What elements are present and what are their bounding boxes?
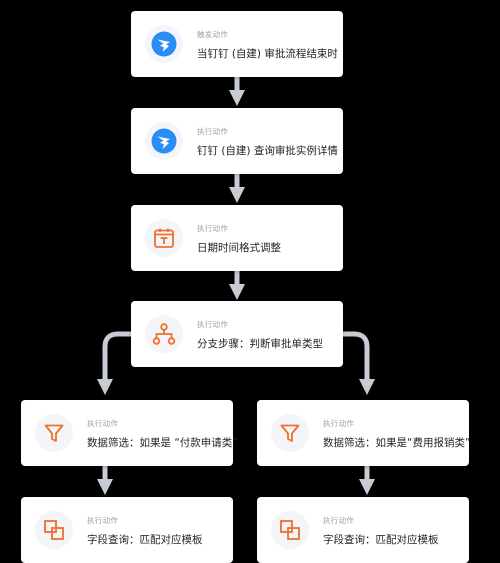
calendar-icon [145,219,183,257]
lookup-icon [271,511,309,549]
lookup-node-right[interactable]: 执行动作 字段查询：匹配对应模板 [257,497,469,563]
node-kind: 执行动作 [323,419,355,428]
filter-node-expense[interactable]: 执行动作 数据筛选：如果是“费用报销类” [257,400,471,466]
node-kind: 执行动作 [323,516,355,525]
filter-node-payment[interactable]: 执行动作 数据筛选：如果是 “付款申请类” [21,400,238,466]
node-label: 钉钉 (自建) 查询审批实例详情 [197,145,338,157]
branch-connector-right [343,331,376,396]
node-kind: 执行动作 [197,224,229,233]
node-kind: 执行动作 [197,320,229,329]
funnel-icon [35,414,73,452]
action-node-date-format[interactable]: 执行动作 日期时间格式调整 [131,205,343,271]
node-label: 字段查询：匹配对应模板 [323,534,439,546]
node-kind: 执行动作 [87,516,119,525]
lookup-node-left[interactable]: 执行动作 字段查询：匹配对应模板 [21,497,233,563]
node-label: 数据筛选：如果是 “付款申请类” [87,437,238,449]
dingtalk-icon [145,122,183,160]
node-label: 字段查询：匹配对应模板 [87,534,203,546]
node-kind: 执行动作 [87,419,119,428]
dingtalk-icon [145,25,183,63]
node-label: 数据筛选：如果是“费用报销类” [323,437,471,449]
node-label: 分支步骤：判断审批单类型 [197,338,323,350]
branch-connector-left [96,331,131,396]
node-label: 日期时间格式调整 [197,242,281,254]
node-kind: 触发动作 [197,30,229,39]
action-node-branch-step[interactable]: 执行动作 分支步骤：判断审批单类型 [131,301,343,367]
trigger-node[interactable]: 触发动作 当钉钉 (自建) 审批流程结束时 [131,11,343,77]
funnel-icon [271,414,309,452]
node-label: 当钉钉 (自建) 审批流程结束时 [197,48,338,60]
branch-icon [145,315,183,353]
lookup-icon [35,511,73,549]
node-kind: 执行动作 [197,127,229,136]
action-node-query-instance[interactable]: 执行动作 钉钉 (自建) 查询审批实例详情 [131,108,343,174]
